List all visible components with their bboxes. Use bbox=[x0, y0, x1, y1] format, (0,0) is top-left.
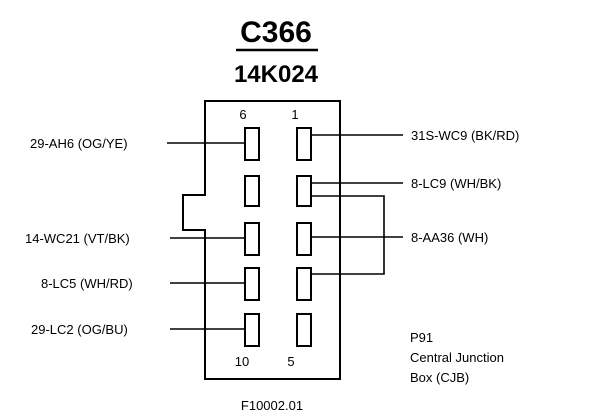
figure-id: F10002.01 bbox=[241, 398, 303, 413]
cavity-pin-7 bbox=[244, 175, 260, 207]
wire-label-29-ah6: 29-AH6 (OG/YE) bbox=[30, 136, 128, 151]
wire-label-31s-wc9: 31S-WC9 (BK/RD) bbox=[411, 128, 519, 143]
wire-label-8-aa36: 8-AA36 (WH) bbox=[411, 230, 488, 245]
pin-number-1: 1 bbox=[291, 107, 298, 122]
location-name-line1: Central Junction bbox=[410, 350, 504, 365]
location-code: P91 bbox=[410, 330, 433, 345]
cavity-pin-1 bbox=[296, 127, 312, 161]
cavity-pin-4 bbox=[296, 267, 312, 301]
splice-bracket bbox=[311, 195, 385, 275]
wire-label-8-lc9: 8-LC9 (WH/BK) bbox=[411, 176, 501, 191]
connector-id: C366 bbox=[240, 16, 312, 49]
cavity-pin-10 bbox=[244, 313, 260, 347]
cavity-pin-8 bbox=[244, 222, 260, 256]
cavity-pin-9 bbox=[244, 267, 260, 301]
cavity-pin-5 bbox=[296, 313, 312, 347]
wire-label-14-wc21: 14-WC21 (VT/BK) bbox=[25, 231, 130, 246]
pin-number-6: 6 bbox=[239, 107, 246, 122]
cavity-pin-3 bbox=[296, 222, 312, 256]
pin-number-10: 10 bbox=[235, 354, 249, 369]
part-number: 14K024 bbox=[234, 61, 319, 88]
cavity-pin-6 bbox=[244, 127, 260, 161]
wire-label-8-lc5: 8-LC5 (WH/RD) bbox=[41, 276, 133, 291]
wire-label-29-lc2: 29-LC2 (OG/BU) bbox=[31, 322, 128, 337]
connector-housing bbox=[182, 100, 341, 380]
pin-number-5: 5 bbox=[287, 354, 294, 369]
cavity-pin-2 bbox=[296, 175, 312, 207]
location-name-line2: Box (CJB) bbox=[410, 370, 469, 385]
